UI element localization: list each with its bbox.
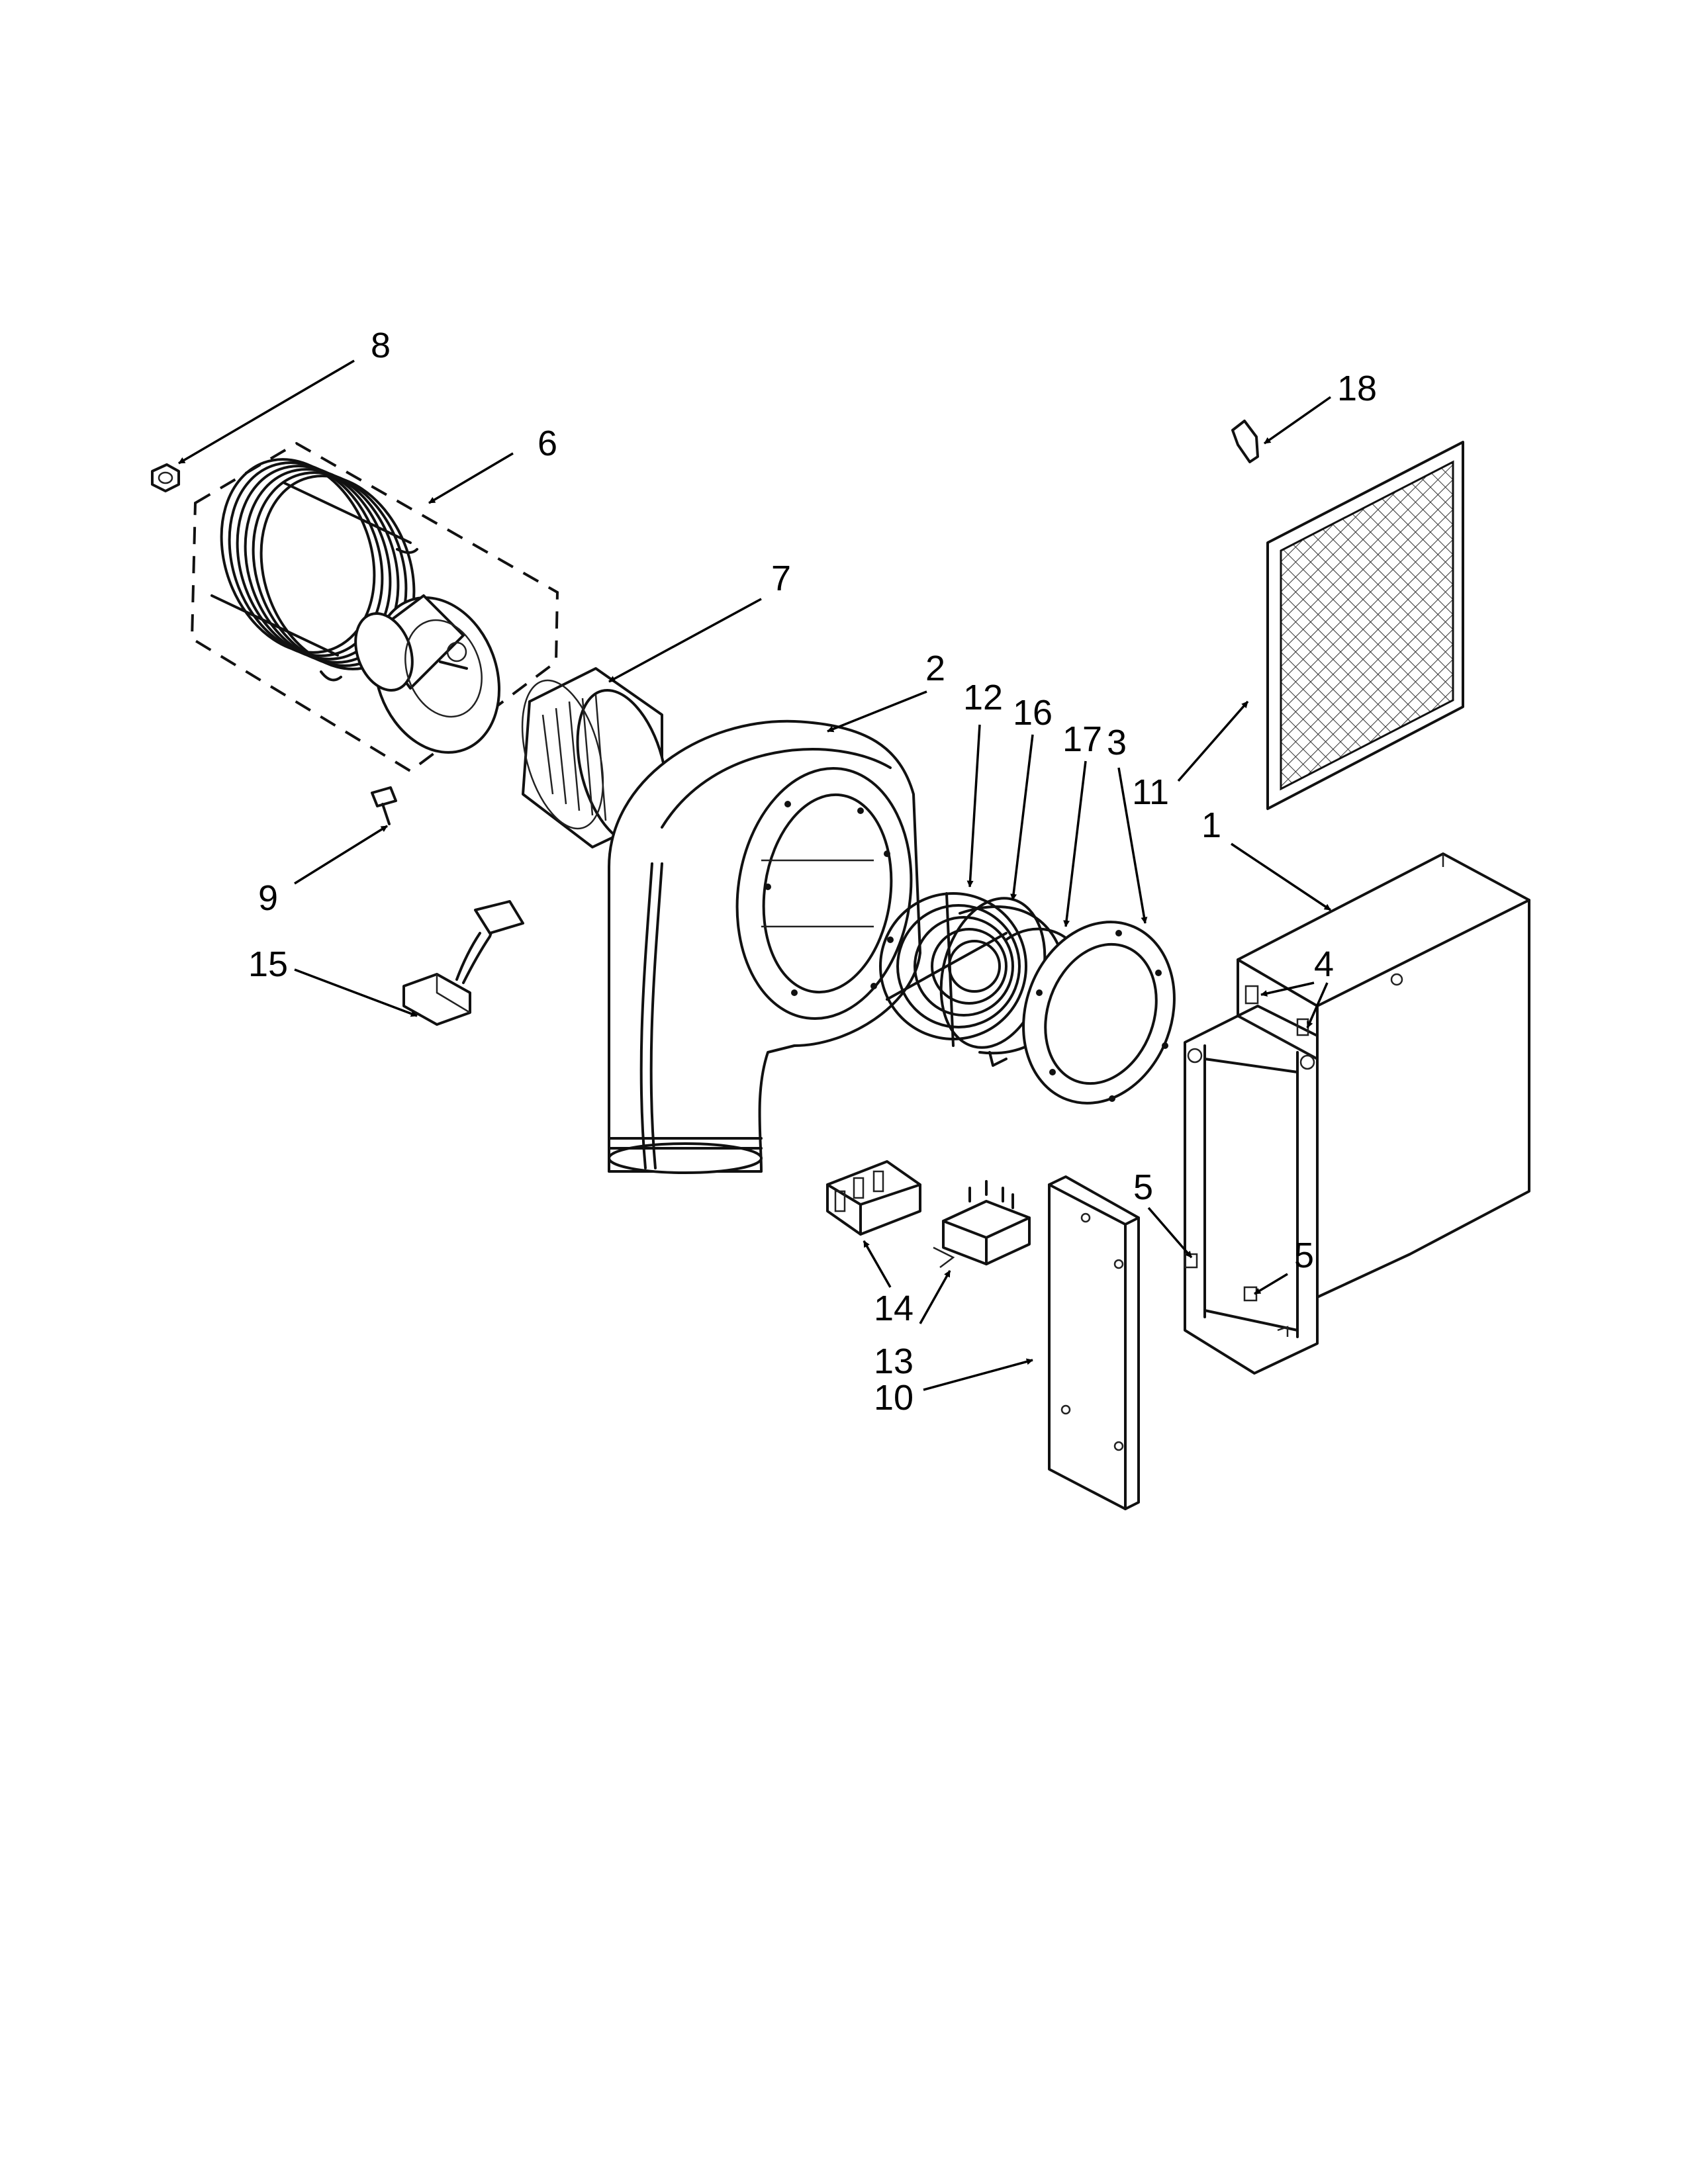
leader-4a <box>1260 981 1315 997</box>
leader-lines <box>178 359 1332 1391</box>
leader-10 <box>923 1358 1033 1391</box>
leader-17 <box>1063 760 1087 927</box>
leader-16 <box>1010 734 1034 901</box>
callout-9: 9 <box>258 878 278 918</box>
leader-12 <box>966 724 981 887</box>
callout-labels: 1 2 3 4 5 5 6 7 8 9 10 11 12 13 14 15 16… <box>248 326 1377 1418</box>
callout-2: 2 <box>925 649 945 688</box>
callout-5a: 5 <box>1133 1167 1153 1207</box>
part-10-panel <box>1048 1175 1140 1510</box>
leader-3 <box>1117 767 1148 924</box>
callout-7: 7 <box>771 559 791 598</box>
part-18-clip <box>1231 420 1259 463</box>
callout-8: 8 <box>371 326 391 365</box>
leader-5a <box>1147 1206 1193 1259</box>
part-11-filter-screen <box>1266 441 1464 810</box>
leader-15 <box>294 968 418 1017</box>
part-9-screw <box>371 786 397 825</box>
leader-6 <box>428 452 514 504</box>
callout-15: 15 <box>248 944 288 984</box>
callout-16: 16 <box>1013 693 1053 733</box>
leader-14 <box>863 1240 892 1288</box>
leader-2 <box>827 690 927 733</box>
part-14-terminal-block <box>826 1160 921 1236</box>
leader-18 <box>1263 396 1332 445</box>
part-6-heater-assembly <box>190 441 559 773</box>
leader-8 <box>178 359 355 465</box>
callout-11: 11 <box>1132 772 1169 812</box>
callout-1: 1 <box>1201 805 1221 845</box>
leader-1 <box>1231 842 1331 911</box>
callout-13: 13 <box>874 1342 914 1381</box>
callout-10: 10 <box>874 1378 914 1418</box>
leader-9 <box>294 825 388 885</box>
callout-6: 6 <box>538 424 557 463</box>
callout-3: 3 <box>1107 723 1127 762</box>
part-1-cabinet <box>1184 852 1530 1375</box>
callout-5b: 5 <box>1294 1236 1314 1275</box>
callout-4: 4 <box>1314 944 1334 984</box>
leader-7 <box>608 598 762 683</box>
leader-13 <box>919 1270 951 1324</box>
leader-11 <box>1177 700 1249 782</box>
callout-17: 17 <box>1062 719 1102 759</box>
leader-4b <box>1306 982 1329 1028</box>
part-2-blower-housing <box>608 719 921 1174</box>
callout-12: 12 <box>963 678 1003 717</box>
callout-18: 18 <box>1337 369 1377 408</box>
leader-5b <box>1254 1273 1288 1295</box>
part-3-gasket-ring <box>1022 921 1176 1105</box>
part-13-relay <box>933 1180 1031 1268</box>
callout-14: 14 <box>874 1289 914 1328</box>
part-12-spiral-element <box>879 892 1027 1047</box>
part-8-nut <box>151 463 180 492</box>
part-15-thermal-sensor <box>402 900 524 1026</box>
